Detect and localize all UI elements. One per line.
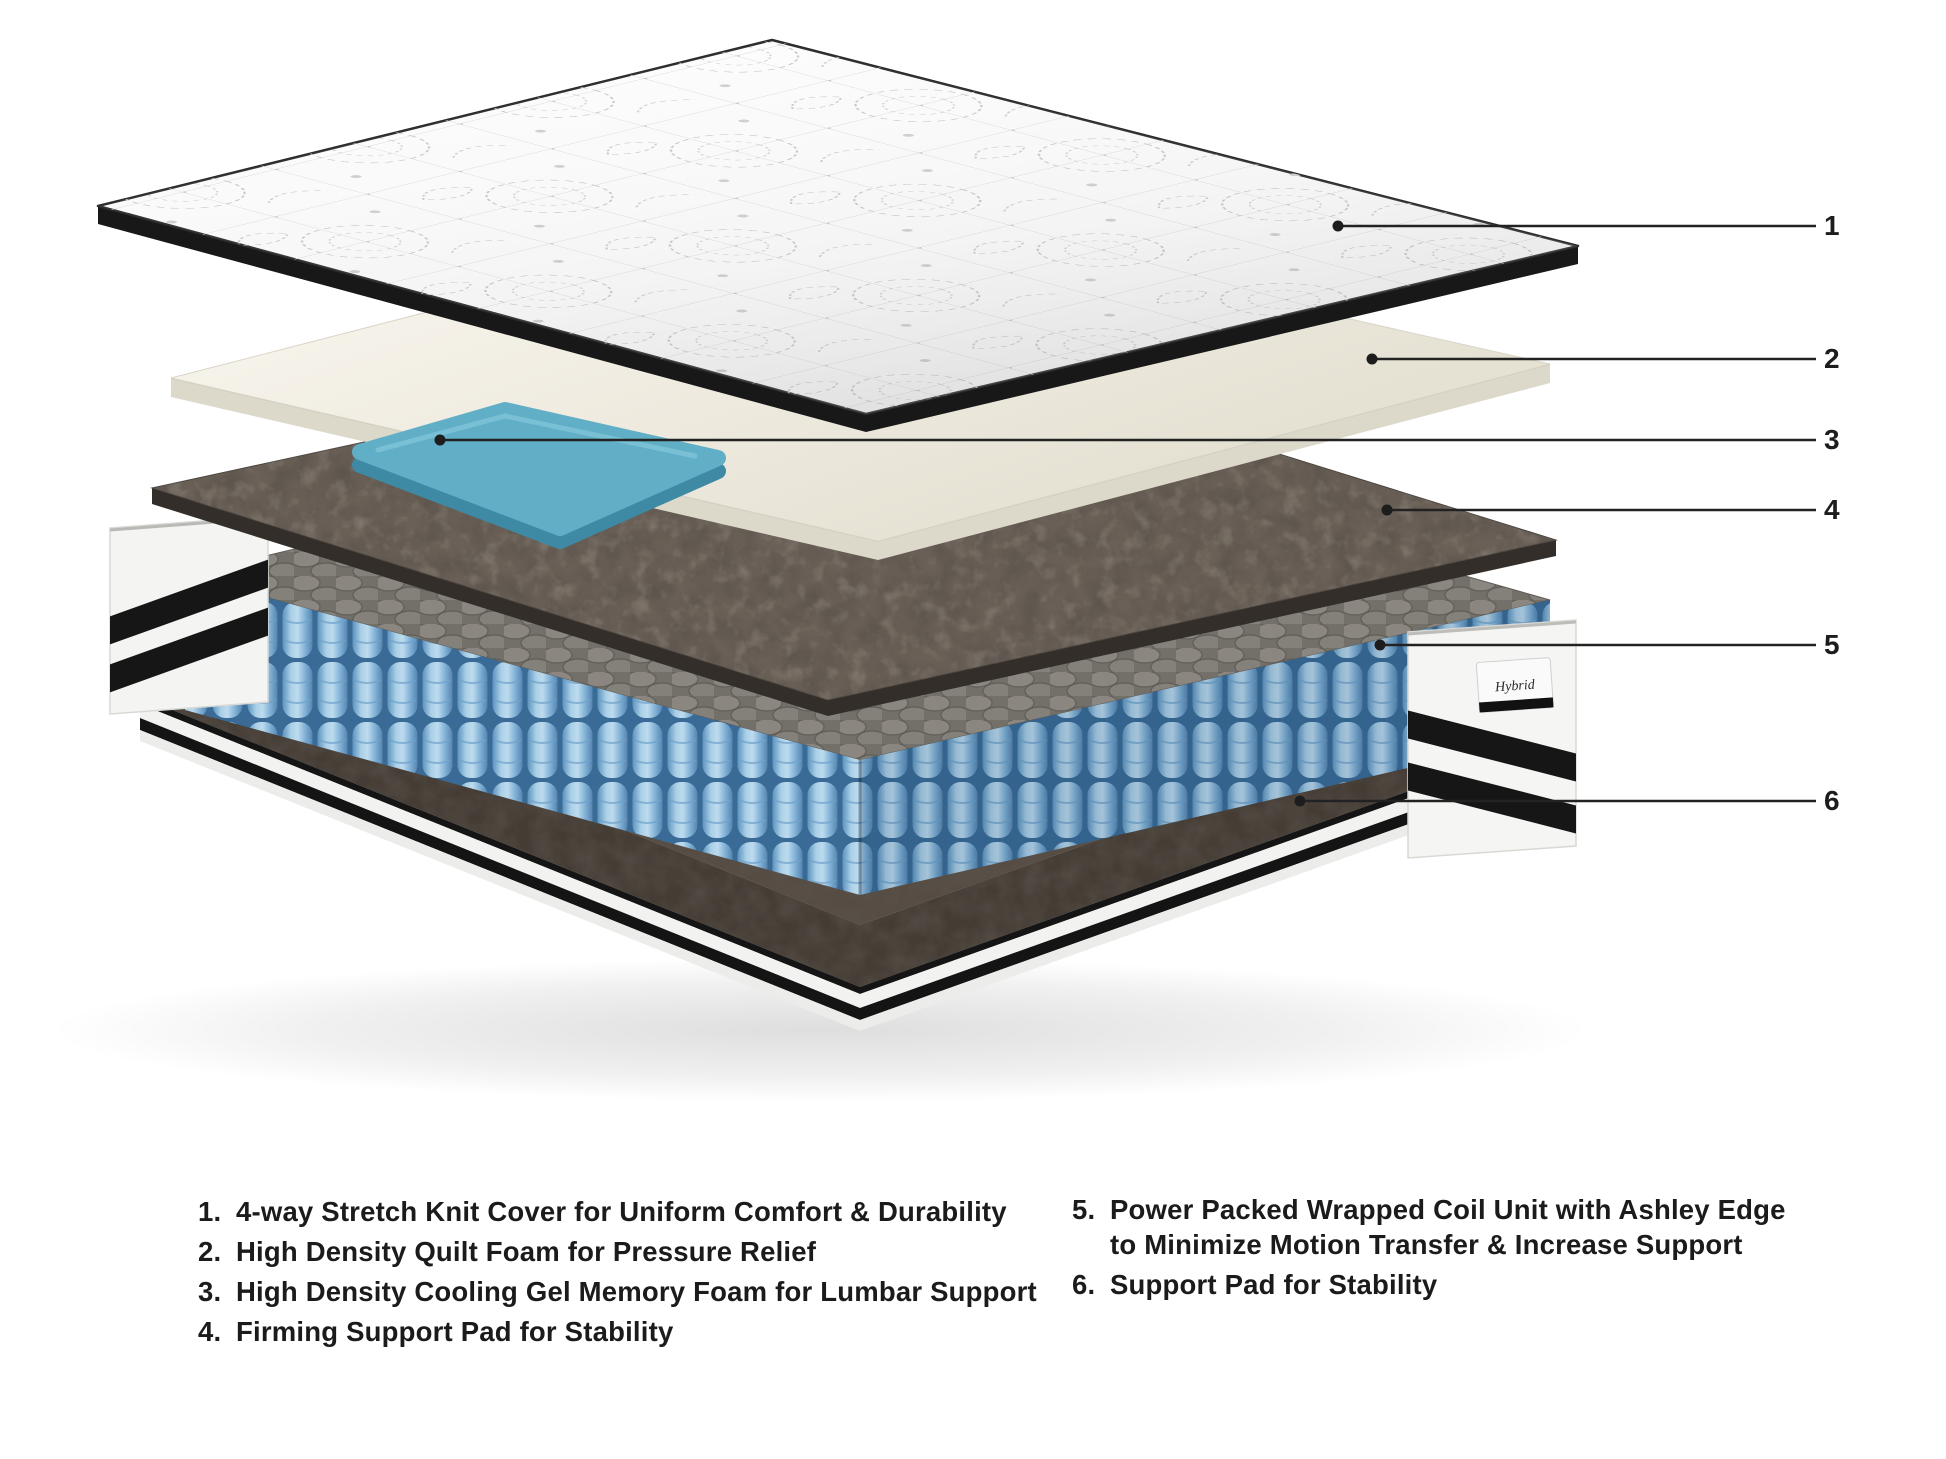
callout-number-3: 3 (1824, 424, 1840, 455)
legend-item-5: 5. Power Packed Wrapped Coil Unit with A… (1072, 1192, 1792, 1262)
legend-item-3-text: High Density Cooling Gel Memory Foam for… (236, 1276, 1037, 1307)
hybrid-tag: Hybrid (1475, 657, 1554, 713)
legend-item-4: 4. Firming Support Pad for Stability (198, 1312, 1058, 1352)
legend-item-5-text: Power Packed Wrapped Coil Unit with Ashl… (1110, 1194, 1786, 1260)
right-edge-fabric: Hybrid (1407, 619, 1577, 859)
legend-item-6-text: Support Pad for Stability (1110, 1269, 1438, 1300)
callout-lines (440, 224, 1816, 803)
left-edge-fabric (109, 515, 269, 715)
legend-item-6: 6. Support Pad for Stability (1072, 1267, 1792, 1302)
callout-number-4: 4 (1824, 494, 1840, 525)
stretch-knit-cover-layer (96, 38, 1580, 432)
legend-item-6-number: 6. (1072, 1269, 1096, 1300)
hybrid-tag-label: Hybrid (1494, 678, 1537, 696)
callout-dots (434, 220, 1393, 807)
legend-item-2-number: 2. (198, 1236, 222, 1267)
callout-number-1: 1 (1824, 210, 1840, 241)
legend-item-4-text: Firming Support Pad for Stability (236, 1316, 674, 1347)
callout-dot-2 (1366, 353, 1378, 365)
legend-item-4-number: 4. (198, 1316, 222, 1347)
coil-left-face (185, 575, 860, 895)
callout-dot-5 (1374, 639, 1386, 651)
callout-dot-1 (1332, 220, 1344, 232)
coil-right-face (860, 600, 1550, 895)
legend-item-2: 2. High Density Quilt Foam for Pressure … (198, 1232, 1058, 1272)
callout-number-6: 6 (1824, 785, 1840, 816)
legend-item-1-text: 4-way Stretch Knit Cover for Uniform Com… (236, 1196, 1007, 1227)
legend-item-1-number: 1. (198, 1196, 222, 1227)
callout-dot-4 (1381, 504, 1393, 516)
floor-shadow (50, 958, 1590, 1102)
callout-number-5: 5 (1824, 629, 1840, 660)
legend-item-2-text: High Density Quilt Foam for Pressure Rel… (236, 1236, 817, 1267)
legend-left-column: 1. 4-way Stretch Knit Cover for Uniform … (198, 1192, 1058, 1352)
legend-item-5-number: 5. (1072, 1194, 1096, 1225)
base-border-stripes (140, 697, 1560, 1031)
legend-item-3-number: 3. (198, 1276, 222, 1307)
legend-item-3: 3. High Density Cooling Gel Memory Foam … (198, 1272, 1058, 1312)
callout-number-2: 2 (1824, 343, 1840, 374)
callout-dot-3 (434, 434, 446, 446)
legend-right-column: 5. Power Packed Wrapped Coil Unit with A… (1072, 1192, 1792, 1307)
callout-dot-6 (1294, 795, 1306, 807)
legend-item-1: 1. 4-way Stretch Knit Cover for Uniform … (198, 1192, 1058, 1232)
